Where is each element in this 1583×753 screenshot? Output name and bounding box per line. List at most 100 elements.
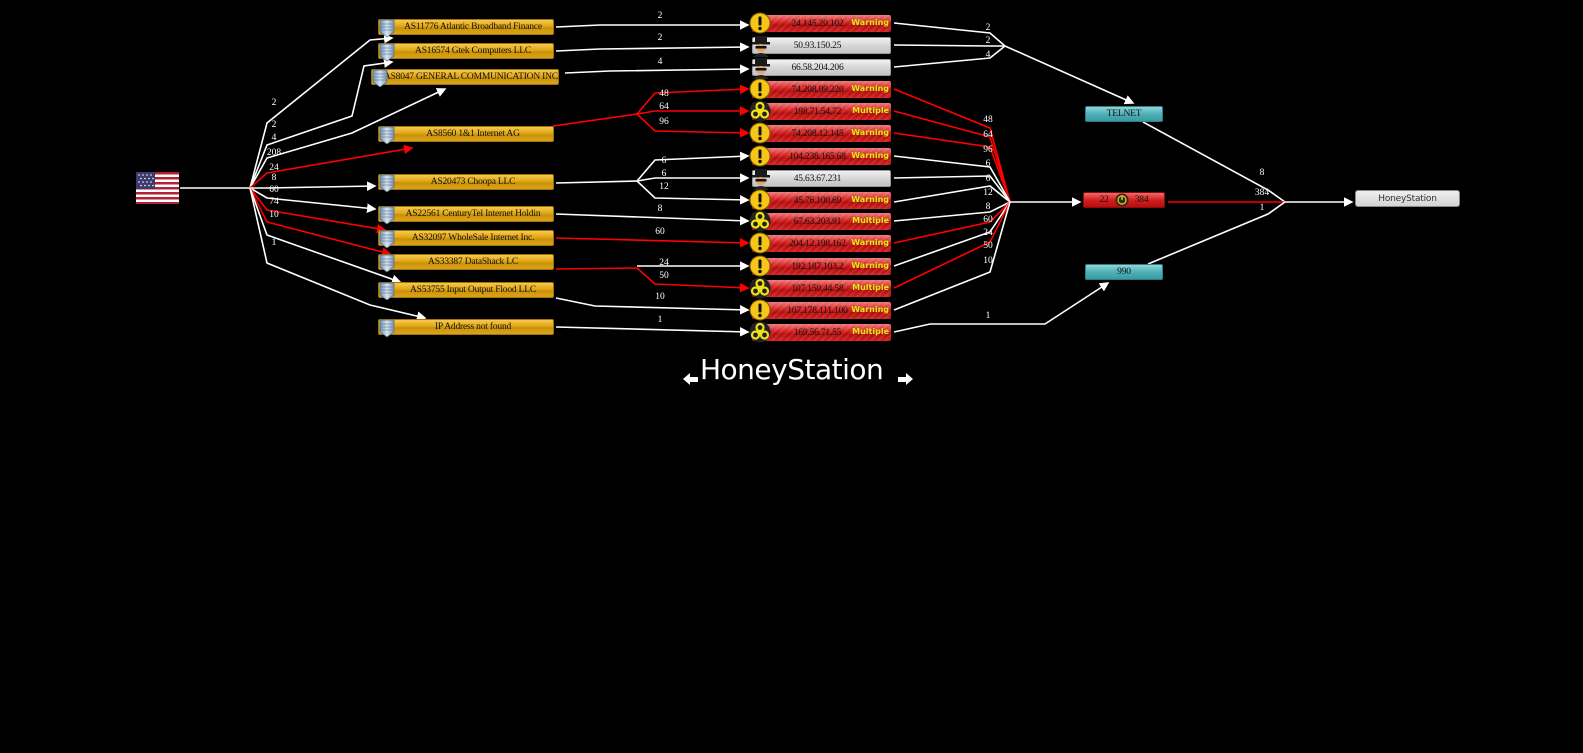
asn-to-ip-link bbox=[555, 213, 750, 226]
ip-address: 169.56.71.55 bbox=[793, 327, 842, 338]
asn-label: AS53755 Input Output Flood LLC bbox=[410, 285, 536, 295]
asn-node[interactable]: AS20473 Choopa LLC bbox=[378, 174, 554, 193]
multiple-tag: Multiple bbox=[852, 327, 889, 336]
asn-node[interactable]: IP Address not found bbox=[378, 319, 554, 338]
asn-count-label: 8 bbox=[272, 173, 277, 183]
service-count-label: 60 bbox=[983, 215, 993, 225]
asn-to-ip-link bbox=[636, 267, 750, 293]
service-node[interactable]: TELNET bbox=[1085, 106, 1163, 122]
ip-count-label: 6 bbox=[662, 169, 667, 179]
anonymous-hacker-icon bbox=[752, 58, 770, 79]
page-title: HoneyStation bbox=[700, 353, 884, 386]
server-icon bbox=[379, 282, 395, 301]
server-icon bbox=[379, 319, 395, 338]
asn-count-label: 10 bbox=[269, 210, 279, 220]
asn-node[interactable]: AS32097 WholeSale Internet Inc. bbox=[378, 230, 554, 249]
trunk-to-telnet-link bbox=[1004, 45, 1135, 105]
warning-icon bbox=[749, 122, 771, 144]
service-count-label: 1 bbox=[986, 311, 991, 321]
service-to-destination-link bbox=[1142, 121, 1286, 203]
country-to-asn-link bbox=[249, 187, 427, 321]
asn-trunk-link bbox=[552, 113, 638, 127]
asn-to-ip-link bbox=[636, 113, 750, 138]
warning-tag: Warning bbox=[851, 84, 889, 93]
warning-tag: Warning bbox=[851, 151, 889, 160]
ip-to-service-link bbox=[893, 201, 1011, 267]
service-count-label: 6 bbox=[986, 174, 991, 184]
service-count-label: 50 bbox=[983, 241, 993, 251]
destination-label: HoneyStation bbox=[1378, 193, 1437, 204]
asn-to-ip-link bbox=[555, 297, 750, 315]
country-to-asn-link bbox=[249, 88, 447, 189]
ip-node[interactable]: 45.63.67.231 bbox=[752, 169, 891, 190]
destination-node[interactable]: HoneyStation bbox=[1355, 190, 1460, 207]
ip-count-label: 60 bbox=[655, 227, 665, 237]
ip-node[interactable]: 50.93.150.25 bbox=[752, 36, 891, 57]
asn-node[interactable]: AS8560 1&1 Internet AG bbox=[378, 126, 554, 145]
service-count-label: 48 bbox=[983, 115, 993, 125]
multiple-tag: Multiple bbox=[852, 283, 889, 292]
service-count-label: 6 bbox=[986, 159, 991, 169]
warning-icon bbox=[749, 12, 771, 34]
ip-to-service-link bbox=[893, 132, 1011, 203]
service-count-label: 64 bbox=[983, 130, 993, 140]
warning-icon bbox=[749, 189, 771, 211]
arrow-left-icon[interactable] bbox=[683, 372, 699, 386]
port-number: 22 bbox=[1099, 195, 1109, 205]
service-node[interactable]: 990 bbox=[1085, 264, 1163, 280]
service-count-label: 10 bbox=[983, 256, 993, 266]
service-count-label: 12 bbox=[983, 188, 993, 198]
asn-to-ip-link bbox=[636, 84, 750, 115]
asn-trunk-link bbox=[555, 267, 638, 270]
country-to-asn-link bbox=[249, 187, 392, 257]
link-labels-layer: 2242082486074101224486496661286024501012… bbox=[267, 11, 1270, 325]
ip-node[interactable]: 169.56.71.55 Multiple bbox=[749, 321, 891, 343]
server-icon bbox=[379, 43, 395, 62]
asn-node[interactable]: AS33387 DataShack LC bbox=[378, 254, 554, 273]
asn-to-ip-link bbox=[555, 237, 750, 248]
asn-node[interactable]: AS22561 CenturyTel Internet Holdin bbox=[378, 206, 554, 225]
asn-node[interactable]: AS8047 GENERAL COMMUNICATION INC. bbox=[371, 69, 560, 88]
ip-count-label: 4 bbox=[658, 57, 663, 67]
country-to-asn-link bbox=[249, 144, 414, 189]
country-to-asn-link bbox=[249, 187, 402, 284]
asn-count-label: 74 bbox=[269, 197, 279, 207]
warning-tag: Warning bbox=[851, 195, 889, 204]
ip-count-label: 48 bbox=[659, 89, 669, 99]
ip-node[interactable]: 74.208.99.220 Warning bbox=[749, 78, 891, 100]
warning-icon bbox=[749, 232, 771, 254]
ip-address: 74.208.99.220 bbox=[791, 84, 844, 95]
service-label: TELNET bbox=[1106, 109, 1142, 119]
ip-address: 192.187.103.2 bbox=[791, 261, 844, 272]
destination-count-label: 384 bbox=[1255, 188, 1270, 198]
ip-address: 107.178.111.100 bbox=[787, 305, 848, 316]
ip-node[interactable]: 66.58.204.206 bbox=[752, 58, 891, 79]
asn-label: AS8560 1&1 Internet AG bbox=[426, 129, 520, 139]
asn-count-label: 208 bbox=[267, 148, 282, 158]
service-count-label: 2 bbox=[986, 23, 991, 33]
ip-to-service-link bbox=[893, 201, 1011, 222]
ip-address: 66.58.204.206 bbox=[791, 62, 844, 73]
country-to-asn-link bbox=[250, 181, 377, 191]
ip-node[interactable]: 74.208.12.145 Warning bbox=[749, 122, 891, 144]
arrow-right-icon[interactable] bbox=[897, 372, 913, 386]
ip-address: 74.208.12.145 bbox=[791, 128, 844, 139]
asn-node[interactable]: AS16574 Gtek Computers LLC bbox=[378, 43, 554, 62]
warning-tag: Warning bbox=[851, 128, 889, 137]
ip-count-label: 8 bbox=[658, 204, 663, 214]
asn-node[interactable]: AS11776 Atlantic Broadband Finance bbox=[378, 19, 554, 38]
asn-node[interactable]: AS53755 Input Output Flood LLC bbox=[378, 282, 554, 301]
ip-to-service-link bbox=[893, 175, 1011, 203]
us-flag-icon[interactable] bbox=[136, 172, 179, 204]
